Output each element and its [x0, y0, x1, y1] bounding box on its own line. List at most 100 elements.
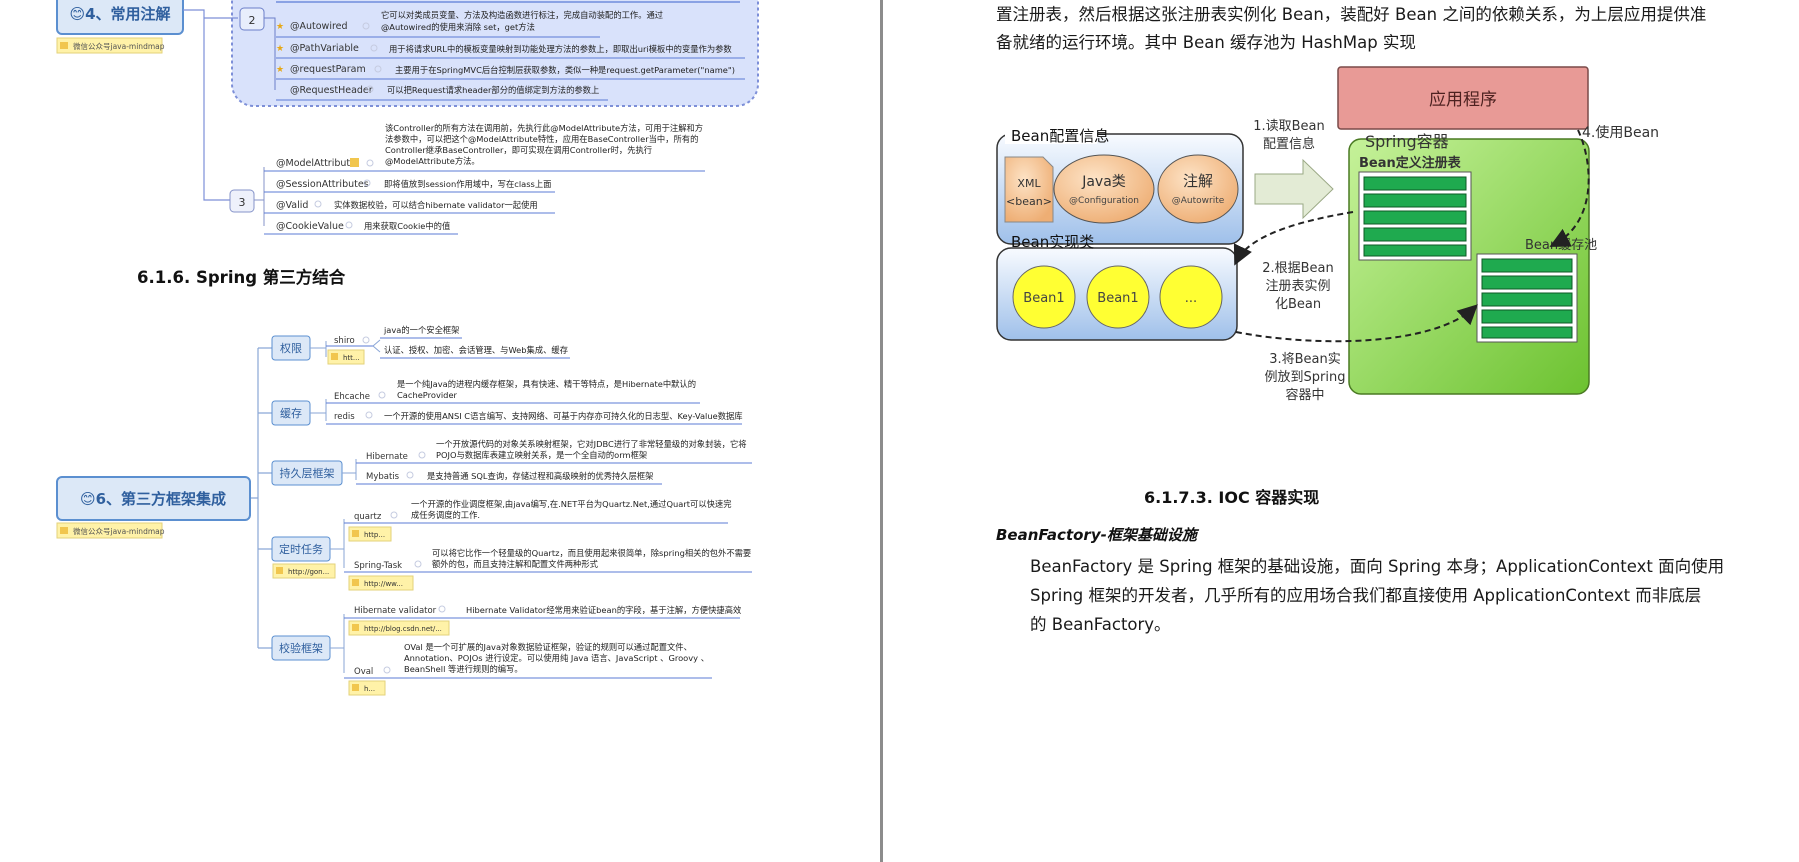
instantiate-arrow — [1233, 211, 1354, 266]
link-icon — [331, 353, 338, 360]
row-key-autowired[interactable]: @Autowired — [290, 21, 348, 32]
scheduling-link[interactable]: http://gon... — [288, 568, 329, 576]
use-bean-arrow — [1549, 129, 1590, 247]
mybatis-desc: 是支持普通 SQL查询，存储过程和高级映射的优秀持久层框架 — [427, 471, 653, 481]
root-node-annotations-label: 😊4、常用注解 — [69, 5, 170, 23]
bean2-label: Bean1 — [1097, 291, 1138, 306]
collapse-dot[interactable] — [362, 336, 370, 344]
root-node-annotations[interactable] — [56, 0, 184, 35]
collapse-dot[interactable] — [370, 44, 378, 52]
collapse-dot[interactable] — [438, 605, 446, 613]
row-key-valid[interactable]: @Valid — [276, 200, 308, 211]
row-key-requestparam[interactable]: @requestParam — [290, 64, 366, 75]
group-node-3[interactable] — [229, 189, 255, 213]
oval-line1: OVal 是一个可扩展的Java对象数据验证框架，验证的规则可以通过配置文件、 — [404, 642, 692, 652]
collapse-dot[interactable] — [418, 451, 426, 459]
step3-line2: 例放到Spring — [1265, 370, 1346, 385]
link-note[interactable] — [348, 575, 414, 591]
java-config-label: @Configuration — [1069, 196, 1139, 206]
hv-link[interactable]: http://blog.csdn.net/... — [364, 625, 442, 633]
bean3-label: ... — [1185, 291, 1197, 306]
paragraph-line: 备就绪的运行环境。其中 Bean 缓存池为 HashMap 实现 — [996, 33, 1416, 52]
link-note[interactable] — [348, 620, 450, 636]
step2-line2: 注册表实例 — [1265, 279, 1330, 294]
model-attr-line: @ModelAttribute方法。 — [385, 156, 480, 166]
node-shiro[interactable]: shiro — [334, 336, 355, 346]
link-note[interactable] — [348, 526, 392, 542]
annotation-sub-label: @Autowrite — [1172, 196, 1225, 206]
oval-link[interactable]: h... — [364, 685, 375, 693]
step1-line1: 1.读取Bean — [1253, 119, 1325, 134]
redis-desc: 一个开源的使用ANSI C语言编写、支持网络、可基于内存亦可持久化的日志型、Ke… — [384, 411, 743, 421]
collapse-dot[interactable] — [406, 471, 414, 479]
collapse-dot[interactable] — [414, 560, 422, 568]
group-2-rows: 它可以对类成员变量、方法及构造函数进行标注，完成自动装配的工作。通过 @Auto… — [276, 1, 745, 101]
mindmap-annotations: 😊4、常用注解 微信公众号java-mindmap 2 它可以对类成员变量、方法… — [56, 0, 759, 235]
collapse-dot[interactable] — [378, 391, 386, 399]
model-attr-line: Controller继承BaseController，即可实现在调用Contro… — [385, 145, 652, 155]
collapse-dot[interactable] — [374, 65, 382, 73]
node-mybatis[interactable]: Mybatis — [366, 472, 400, 482]
step3-line1: 3.将Bean实 — [1269, 352, 1341, 367]
quartz-link[interactable]: http... — [364, 531, 385, 539]
collapse-dot[interactable] — [365, 411, 373, 419]
node-oval[interactable]: Oval — [354, 667, 373, 677]
shiro-link[interactable]: htt... — [343, 354, 360, 362]
link-icon — [352, 684, 359, 691]
root-tag-note — [56, 37, 163, 54]
collapse-dot[interactable] — [366, 159, 374, 167]
node-ehcache[interactable]: Ehcache — [334, 392, 370, 402]
bean-circle — [1012, 265, 1076, 329]
node-hibernate[interactable]: Hibernate — [366, 452, 408, 462]
springtask-link[interactable]: http://ww... — [364, 580, 403, 588]
link-icon — [276, 567, 283, 574]
step4-label: 4.使用Bean — [1582, 124, 1659, 141]
step1-line2: 配置信息 — [1263, 136, 1315, 152]
root-tag-note — [56, 522, 163, 539]
bean-circle — [1086, 265, 1150, 329]
row-key-sessionattributes[interactable]: @SessionAttributes — [276, 179, 369, 190]
row-desc: 实体数据校验，可以结合hibernate validator一起使用 — [334, 200, 538, 210]
collapse-dot[interactable] — [390, 511, 398, 519]
hv-desc: Hibernate Validator经常用来验证bean的字段，基于注解，方便… — [466, 605, 742, 615]
row-key-pathvariable[interactable]: @PathVariable — [290, 43, 359, 54]
row-key-modelattribute[interactable]: @ModelAttribute — [276, 158, 356, 169]
application-label: 应用程序 — [1429, 90, 1497, 110]
collapse-dot[interactable] — [383, 666, 391, 674]
row-key-requestheader[interactable]: @RequestHeader — [290, 85, 373, 96]
collapse-dot[interactable] — [314, 200, 322, 208]
node-spring-task[interactable]: Spring-Task — [354, 561, 402, 571]
node-redis[interactable]: redis — [334, 412, 355, 422]
link-icon — [352, 624, 359, 631]
step3-line3: 容器中 — [1285, 387, 1324, 402]
bean-config-title: Bean配置信息 — [1011, 127, 1109, 145]
link-note[interactable] — [272, 563, 336, 579]
collapse-dot[interactable] — [345, 221, 353, 229]
cache-slot — [1481, 258, 1573, 273]
node-hibernate-validator[interactable]: Hibernate validator — [354, 606, 437, 616]
row-desc: @Autowired的使用来消除 set，get方法 — [381, 22, 535, 32]
collapse-dot[interactable] — [363, 179, 371, 187]
connector — [330, 614, 345, 673]
connector — [310, 399, 327, 421]
java-class-oval — [1053, 154, 1155, 224]
collapse-dot[interactable] — [366, 85, 374, 93]
group-node-2-label: 2 — [249, 14, 256, 27]
group-node-2[interactable] — [239, 7, 265, 31]
cache-slot — [1481, 326, 1573, 339]
registry-slot — [1363, 176, 1467, 191]
model-attr-line: 该Controller的所有方法在调用前，先执行此@ModelAttribute… — [385, 123, 703, 133]
read-config-arrow — [1254, 158, 1334, 220]
paragraph-line: Spring 框架的开发者，几乎所有的应用场合我们都直接使用 Applicati… — [1030, 586, 1702, 605]
collapse-dot[interactable] — [362, 22, 370, 30]
node-quartz[interactable]: quartz — [354, 512, 382, 522]
note-icon — [60, 527, 68, 534]
note-icon — [350, 158, 359, 167]
bean-circle — [1159, 265, 1223, 329]
row-desc: 它可以对类成员变量、方法及构造函数进行标注，完成自动装配的工作。通过 — [381, 10, 663, 20]
registry-label: Bean定义注册表 — [1359, 155, 1462, 171]
cache-slot — [1481, 309, 1573, 324]
row-key-cookievalue[interactable]: @CookieValue — [276, 221, 344, 232]
root-node-third-party[interactable] — [56, 476, 251, 521]
hibernate-line2: POJO与数据库表建立映射关系，是一个全自动的orm框架 — [436, 450, 647, 460]
